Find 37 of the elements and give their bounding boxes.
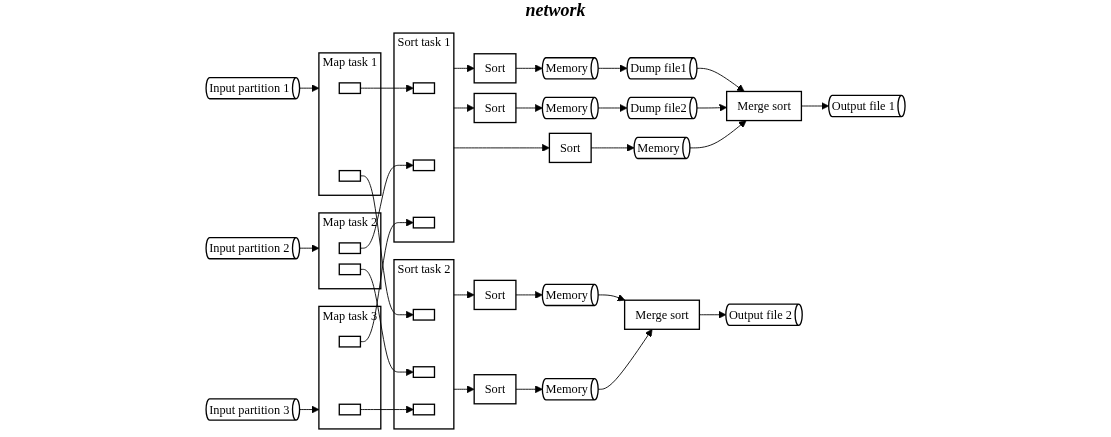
node-box: Sort bbox=[473, 279, 517, 310]
node-text: Memory bbox=[545, 287, 588, 302]
node-box bbox=[338, 241, 362, 254]
node-box: Sort bbox=[473, 373, 517, 404]
network-label: network bbox=[525, 0, 586, 22]
node-box: Sort bbox=[473, 92, 517, 123]
node-text: Dump file1 bbox=[630, 61, 687, 75]
node-text: Input partition 1 bbox=[209, 81, 290, 95]
cluster: Sort task 1 bbox=[393, 31, 455, 243]
cluster: Map task 3 bbox=[318, 305, 382, 430]
node-text: Memory bbox=[545, 61, 588, 75]
node-box bbox=[412, 81, 436, 94]
node-box: Sort bbox=[473, 52, 517, 84]
node-box bbox=[338, 262, 362, 275]
node-text: Input partition 2 bbox=[209, 241, 290, 255]
node-text: Memory bbox=[545, 100, 588, 115]
node-box bbox=[412, 365, 436, 378]
node-text: Output file 1 bbox=[831, 98, 895, 113]
node-text: Input partition 3 bbox=[209, 402, 290, 416]
node-box: Sort bbox=[548, 132, 592, 163]
cluster: Map task 2 bbox=[318, 211, 382, 289]
node-box bbox=[338, 403, 362, 415]
node-text: Output file 2 bbox=[728, 307, 792, 321]
node-box: Merge sort bbox=[725, 90, 802, 121]
cluster: Map task 1 bbox=[318, 51, 382, 196]
node-box bbox=[338, 81, 362, 94]
node-box bbox=[338, 335, 362, 348]
node-box bbox=[338, 169, 362, 182]
node-text: Memory bbox=[637, 140, 680, 155]
node-box bbox=[412, 403, 436, 415]
node-text: Memory bbox=[545, 382, 588, 396]
node-text: Dump file2 bbox=[630, 100, 687, 115]
cluster: Sort task 2 bbox=[393, 258, 455, 430]
node-box bbox=[412, 158, 436, 171]
node-box bbox=[412, 216, 436, 229]
node-box bbox=[412, 308, 436, 321]
node-box: Merge sort bbox=[623, 299, 700, 330]
